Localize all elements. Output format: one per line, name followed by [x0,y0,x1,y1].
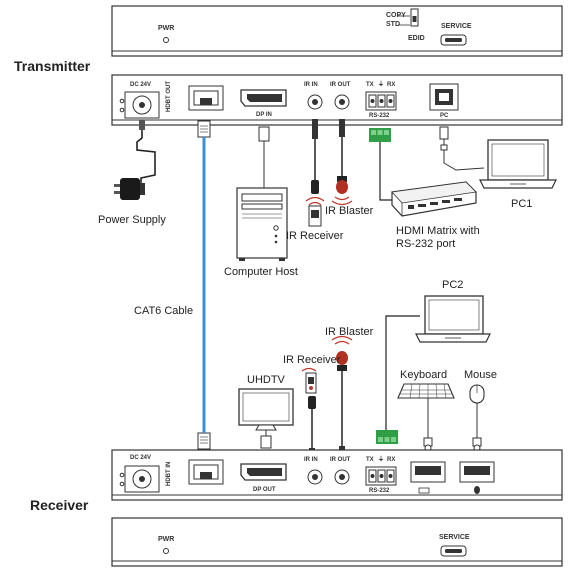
dc-label: DC 24V [130,82,152,88]
uhdtv-label: UHDTV [247,374,285,386]
pc1-label: PC1 [511,198,533,210]
pc2-laptop-icon [415,295,491,343]
copy-label: COPY [386,12,406,19]
ground-label: ⏚ [378,82,385,88]
dp-cable-to-host [258,126,270,188]
pc2-label: PC2 [442,279,464,291]
ir-receiver-top-label: IR Receiver [286,230,344,242]
ground-label: ⏚ [378,457,385,463]
hdbt-out-label: HDBT OUT [166,81,172,112]
pwr-label: PWR [158,25,175,32]
pwr-led-icon [163,548,169,554]
ir-receiver-top-icon [305,119,325,227]
hdbt-in-label: HDBT IN [166,461,172,486]
hdmi-matrix-label-1: HDMI Matrix with [396,225,480,237]
usb-cable-to-pc1 [439,126,485,171]
dp-out-label: DP OUT [253,487,276,493]
pwr-led-icon [163,37,169,43]
tx-label: TX [366,457,374,463]
tx-label: TX [366,82,374,88]
edid-label: EDID [408,35,425,42]
pwr-label: PWR [158,536,175,543]
cat6-cable [197,120,211,450]
receiver-front-panel [111,517,563,567]
computer-host-label: Computer Host [224,266,298,278]
ir-receiver-bottom-label: IR Receiver [283,354,341,366]
receiver-rear-panel [111,449,563,501]
power-supply-label: Power Supply [98,214,166,226]
mouse-icon [469,384,485,452]
hdmi-matrix-icon [391,181,477,217]
ir-blaster-bottom-label: IR Blaster [325,326,374,338]
service-label: SERVICE [439,534,470,541]
rs232-plug-bottom [376,315,420,444]
transmitter-title: Transmitter [14,58,91,74]
rs232-label: RS-232 [369,113,390,119]
computer-host-icon [236,187,288,261]
cat6-label: CAT6 Cable [134,305,194,317]
transmitter-front-panel [111,5,563,57]
ir-blaster-top-icon [331,119,353,206]
receiver-title: Receiver [30,497,89,513]
keyboard-icon [397,383,455,452]
ir-in-label: IR IN [304,82,318,88]
dc-label: DC 24V [130,455,152,461]
rx-label: RX [387,457,396,463]
service-label: SERVICE [441,23,472,30]
mouse-label: Mouse [464,369,498,381]
pc-label: PC [440,113,449,119]
rs232-label: RS-232 [369,488,390,494]
uhdtv-icon [238,388,294,449]
dp-in-label: DP IN [256,112,272,118]
rx-label: RX [387,82,396,88]
rs232-plug-top [369,128,394,201]
keyboard-label: Keyboard [400,369,448,381]
transmitter-rear-panel [111,74,563,126]
ir-out-label: IR OUT [330,82,351,88]
std-label: STD [386,21,400,28]
ir-in-label: IR IN [304,457,318,463]
pc1-laptop-icon [479,139,557,189]
ir-out-label: IR OUT [330,457,351,463]
ir-blaster-top-label: IR Blaster [325,205,374,217]
ir-receiver-bottom-icon [301,367,317,460]
power-supply-icon [114,120,156,200]
hdmi-matrix-label-2: RS-232 port [396,238,456,250]
